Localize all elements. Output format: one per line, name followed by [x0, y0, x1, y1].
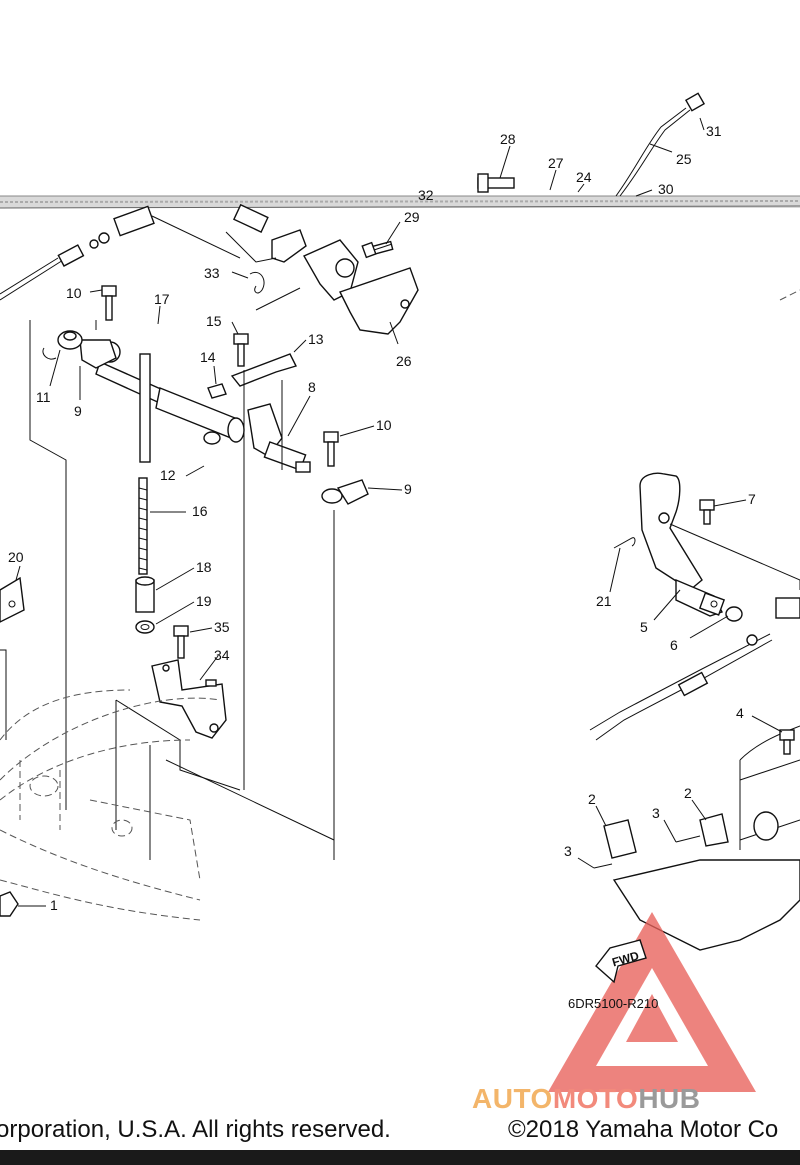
cable-right	[589, 633, 773, 741]
watermark-auto: AUTO	[472, 1083, 553, 1114]
cable-assembly-top	[477, 92, 706, 197]
watermark-logo	[548, 912, 756, 1092]
label-1: 1	[50, 897, 58, 913]
spacer-18	[135, 576, 155, 634]
bolt-7	[699, 499, 715, 525]
label-15: 15	[206, 313, 222, 329]
label-4: 4	[736, 705, 744, 721]
label-6: 6	[670, 637, 678, 653]
lever-assembly-5	[639, 472, 800, 622]
label-7: 7	[748, 491, 756, 507]
link-bracket-26	[225, 203, 419, 335]
label-26: 26	[396, 353, 412, 369]
label-10b: 10	[376, 417, 392, 433]
label-3a: 3	[564, 843, 572, 859]
bolt-35	[173, 625, 189, 659]
engine-right-edge	[739, 289, 800, 850]
bolt-15	[233, 333, 249, 367]
label-20: 20	[8, 549, 24, 565]
label-17: 17	[154, 291, 170, 307]
bolt-4	[779, 729, 795, 755]
bolt-10-upper	[101, 285, 117, 321]
page-crease	[0, 195, 800, 209]
copyright-right: ©2018 Yamaha Motor Co	[508, 1116, 779, 1143]
label-9b: 9	[404, 481, 412, 497]
label-24: 24	[576, 169, 592, 185]
throttle-cable-left	[0, 205, 241, 301]
rod-16	[138, 353, 151, 575]
label-21: 21	[596, 593, 612, 609]
bottom-bar	[0, 1150, 800, 1165]
label-9a: 9	[74, 403, 82, 419]
label-25: 25	[676, 151, 692, 167]
label-31: 31	[706, 123, 722, 139]
label-19: 19	[196, 593, 212, 609]
label-2b: 2	[684, 785, 692, 801]
clip-21	[613, 537, 636, 549]
engine-base-outline	[0, 689, 221, 921]
plate-13	[207, 353, 297, 399]
label-11: 11	[36, 389, 51, 405]
label-2a: 2	[588, 791, 596, 807]
drawing-code: 6DR5100-R210	[568, 996, 658, 1011]
label-32: 32	[418, 187, 434, 203]
label-18: 18	[196, 559, 212, 575]
label-12: 12	[160, 467, 176, 483]
bolt-29	[361, 241, 393, 259]
label-3b: 3	[652, 805, 660, 821]
clamp-1	[0, 891, 19, 917]
label-29: 29	[404, 209, 420, 225]
label-5: 5	[640, 619, 648, 635]
bracket-20	[0, 576, 25, 740]
label-35: 35	[214, 619, 230, 635]
bracket-34	[151, 659, 227, 739]
collar-11	[42, 330, 83, 360]
label-30: 30	[658, 181, 674, 197]
label-33: 33	[204, 265, 220, 281]
watermark-text: AUTOMOTOHUB	[472, 1083, 700, 1115]
watermark-hub: HUB	[638, 1083, 701, 1114]
copyright-left: orporation, U.S.A. All rights reserved.	[0, 1116, 391, 1143]
label-27: 27	[548, 155, 564, 171]
copyright-footer: orporation, U.S.A. All rights reserved. …	[0, 1116, 800, 1150]
label-28: 28	[500, 131, 516, 147]
bolt-10-lower	[323, 431, 339, 467]
label-14: 14	[200, 349, 216, 365]
watermark-moto: MOTO	[552, 1083, 639, 1114]
label-34: 34	[214, 647, 230, 663]
clip-33	[249, 272, 301, 311]
label-8: 8	[308, 379, 316, 395]
callout-labels: 1 2 2 3 3 4 5 6 7 8 9 9 10 10 11 12 13 1…	[8, 123, 756, 913]
label-16: 16	[192, 503, 208, 519]
assembly-lines	[29, 320, 335, 860]
label-10a: 10	[66, 285, 82, 301]
callouts	[15, 117, 783, 907]
clamp-9-lower	[321, 479, 369, 505]
label-13: 13	[308, 331, 324, 347]
